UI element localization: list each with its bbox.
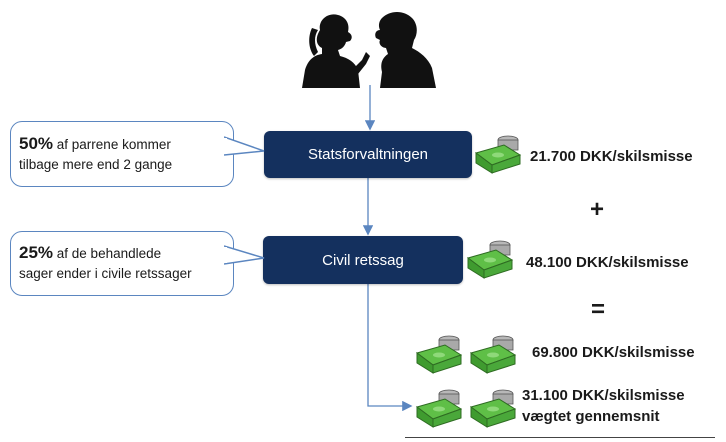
step-statsforvaltningen-box: Statsforvaltningen [264,131,472,178]
money-stack-icon [469,335,517,374]
step-civil-retssag-label: Civil retssag [322,251,404,269]
step-civil-retssag-box: Civil retssag [263,236,463,284]
cost-step1: 21.700 DKK/skilsmisse [530,148,693,165]
callout-civil-cases-text2: sager ender i civile retssager [19,266,192,281]
cost-weighted-value: 31.100 DKK/skilsmisse [522,387,685,404]
arguing-couple-silhouette-icon [302,12,436,88]
connector-step2-to-result [367,284,413,412]
money-stack-icon [469,389,517,428]
money-stack-icon [466,240,514,279]
cost-total: 69.800 DKK/skilsmisse [532,344,695,361]
callout-repeat-couples-text2: tilbage mere end 2 gange [19,156,173,172]
callout-repeat-couples-line1: 50% af parrene kommer [19,134,225,155]
callout-civil-cases-tail [224,245,265,265]
money-stack-icon [415,335,463,374]
callout-repeat-couples-tail [224,136,265,156]
callout-civil-cases-text1: af de behandlede [53,246,162,261]
money-stack-icon [415,389,463,428]
cost-weighted-average: 31.100 DKK/skilsmisse vægtet gennemsnit [522,385,685,427]
callout-civil-cases-line1: 25% af de behandlede [19,243,225,264]
plus-operator: + [590,196,605,223]
callout-repeat-couples: 50% af parrene kommer tilbage mere end 2… [10,121,234,187]
callout-civil-cases-percent: 25% [19,243,54,262]
cost-weighted-label: vægtet gennemsnit [522,408,660,425]
callout-civil-cases: 25% af de behandlede sager ender i civil… [10,231,234,296]
money-stack-icon [474,135,522,174]
equals-operator: = [591,296,606,323]
step-statsforvaltningen-label: Statsforvaltningen [307,146,429,163]
cost-step2: 48.100 DKK/skilsmisse [526,254,689,271]
callout-repeat-couples-percent: 50% [19,133,54,153]
callout-repeat-couples-text1: af parrene kommer [53,136,171,152]
bottom-rule [405,437,715,438]
